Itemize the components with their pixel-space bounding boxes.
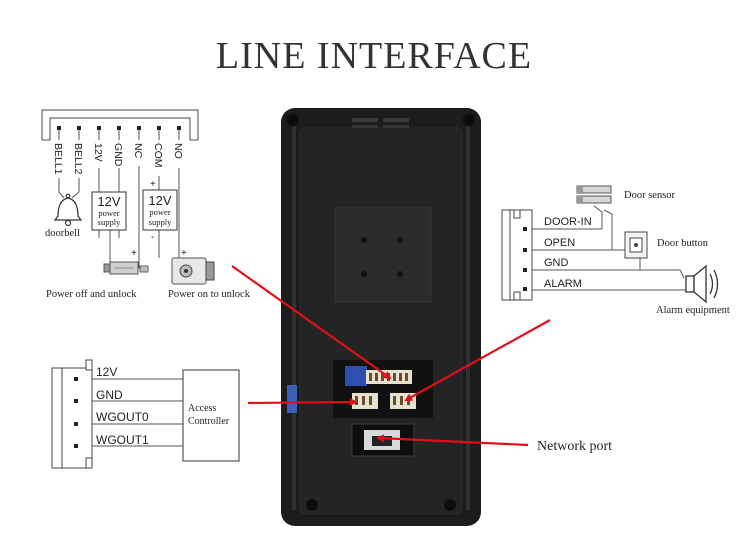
lock-left-label: Power off and unlock — [46, 289, 137, 300]
power-supply-right-voltage: 12V — [148, 193, 171, 208]
pin-gnd-right: GND — [544, 257, 569, 269]
door-sensor-icon — [576, 185, 612, 204]
power-supply-left — [91, 191, 127, 231]
pin-wgout0: WGOUT0 — [96, 410, 149, 424]
top-terminal-block — [41, 109, 199, 141]
pin-door-in: DOOR-IN — [544, 216, 592, 228]
left-terminal-block — [51, 359, 93, 469]
power-supply-left-line1: power — [98, 208, 119, 218]
pin-gnd: GND — [112, 143, 124, 167]
top-terminal-pins — [57, 126, 181, 140]
pin-bell1: BELL1 — [52, 143, 64, 175]
pin-no: NO — [172, 143, 184, 159]
pin-12v: 12V — [92, 143, 104, 162]
right-terminal-block — [501, 209, 533, 301]
page-title: LINE INTERFACE — [216, 35, 532, 77]
left-wires — [92, 378, 183, 447]
power-supply-right — [142, 189, 178, 231]
network-port-label: Network port — [537, 439, 612, 454]
pin-12v-left: 12V — [96, 365, 117, 379]
power-supply-right-line1: power — [149, 207, 170, 217]
doorbell-label: doorbell — [45, 228, 80, 239]
device-back-panel — [281, 108, 481, 526]
arrow-network-port — [376, 434, 529, 447]
plus-mark-no: + — [181, 248, 187, 259]
plus-mark-com: + — [150, 179, 156, 190]
arrow-right-terminal — [404, 319, 551, 401]
left-terminal-pins — [74, 377, 78, 448]
pin-bell2: BELL2 — [72, 143, 84, 175]
power-supply-left-line2: supply — [98, 217, 121, 227]
doorbell-icon — [53, 193, 83, 227]
arrow-top-terminal — [231, 265, 392, 380]
plus-mark-nc: + — [131, 248, 137, 259]
pin-nc: NC — [132, 143, 144, 159]
alarm-label: Alarm equipment — [656, 305, 730, 316]
pin-wgout1: WGOUT1 — [96, 433, 149, 447]
pin-com: COM — [152, 143, 164, 168]
power-supply-right-line2: supply — [149, 217, 172, 227]
pin-open: OPEN — [544, 237, 575, 249]
pin-alarm: ALARM — [544, 278, 582, 290]
alarm-speaker-icon — [685, 264, 719, 304]
minus-mark-supply: - — [151, 232, 154, 243]
electric-lock-icon — [171, 257, 215, 285]
lock-right-label: Power on to unlock — [168, 289, 251, 300]
access-controller-line1: Access — [188, 403, 216, 414]
door-sensor-label: Door sensor — [624, 190, 676, 201]
access-controller-box — [182, 369, 240, 462]
power-supply-left-voltage: 12V — [97, 194, 120, 209]
pin-gnd-left: GND — [96, 388, 123, 402]
door-button-icon — [624, 231, 648, 259]
right-terminal-pins — [523, 227, 527, 291]
pointer-arrows — [231, 265, 551, 447]
access-controller-line2: Controller — [188, 416, 230, 427]
right-wires — [532, 205, 686, 291]
magnetic-lock-icon — [103, 261, 149, 275]
door-button-label: Door button — [657, 238, 709, 249]
arrow-left-terminal — [247, 398, 358, 407]
